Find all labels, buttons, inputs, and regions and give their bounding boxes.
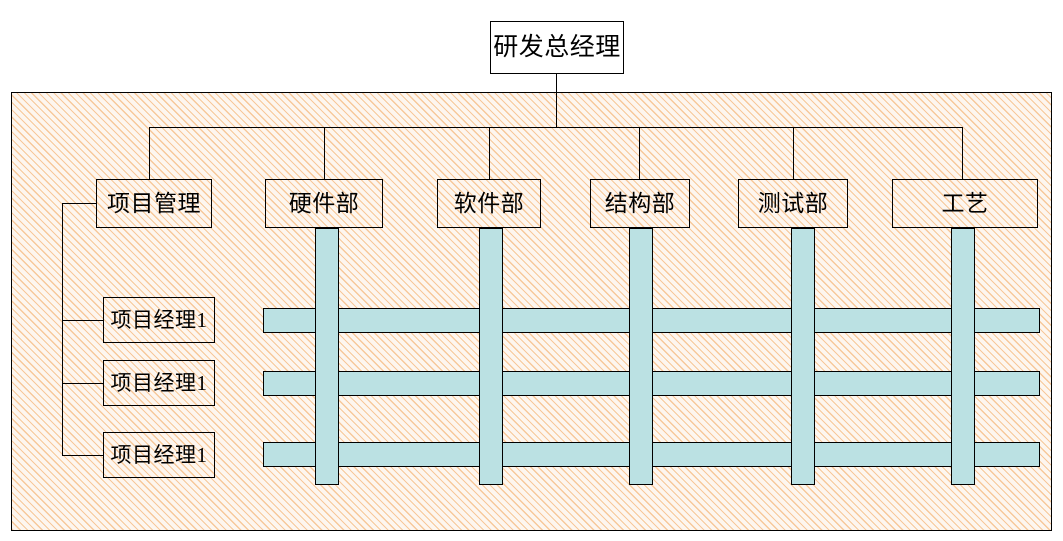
box-department-hardware[interactable]: 硬件部 [265, 179, 383, 228]
matrix-column-bar-process [951, 228, 975, 485]
box-project-manager-1-label: 项目经理1 [110, 307, 208, 332]
connector-drop-software [489, 127, 491, 179]
box-project-manager-1[interactable]: 项目经理1 [103, 297, 215, 343]
matrix-column-bar-hardware [315, 228, 339, 485]
connector-pm-branch-3 [62, 455, 103, 457]
connector-bus [149, 127, 963, 129]
connector-gm-stem [556, 74, 558, 127]
box-project-manager-2[interactable]: 项目经理1 [103, 360, 215, 406]
matrix-column-bar-structure [629, 228, 653, 485]
connector-drop-process [962, 127, 964, 179]
box-project-manager-3-label: 项目经理1 [110, 442, 208, 467]
connector-pm-branch-1 [62, 320, 103, 322]
box-general-manager[interactable]: 研发总经理 [490, 21, 624, 74]
connector-drop-test [793, 127, 795, 179]
box-department-software[interactable]: 软件部 [437, 179, 541, 228]
box-department-structure-label: 结构部 [604, 191, 676, 216]
box-department-process-label: 工艺 [941, 191, 989, 216]
connector-drop-structure [639, 127, 641, 179]
matrix-column-bar-software [479, 228, 503, 485]
box-project-manager-2-label: 项目经理1 [110, 370, 208, 395]
box-general-manager-label: 研发总经理 [493, 34, 621, 61]
box-department-project-management-label: 项目管理 [107, 191, 201, 216]
box-project-manager-3[interactable]: 项目经理1 [103, 432, 215, 478]
box-department-structure[interactable]: 结构部 [590, 179, 690, 228]
box-department-hardware-label: 硬件部 [288, 191, 360, 216]
box-department-process[interactable]: 工艺 [892, 179, 1038, 228]
box-department-project-management[interactable]: 项目管理 [96, 179, 212, 228]
connector-pm-trunk [62, 203, 64, 456]
box-department-test[interactable]: 测试部 [738, 179, 848, 228]
connector-drop-hardware [324, 127, 326, 179]
connector-pm-branch-2 [62, 383, 103, 385]
box-department-test-label: 测试部 [757, 191, 829, 216]
connector-drop-project-management [149, 127, 151, 179]
connector-pm-trunk-top [62, 203, 97, 205]
box-department-software-label: 软件部 [453, 191, 525, 216]
matrix-column-bar-test [791, 228, 815, 485]
